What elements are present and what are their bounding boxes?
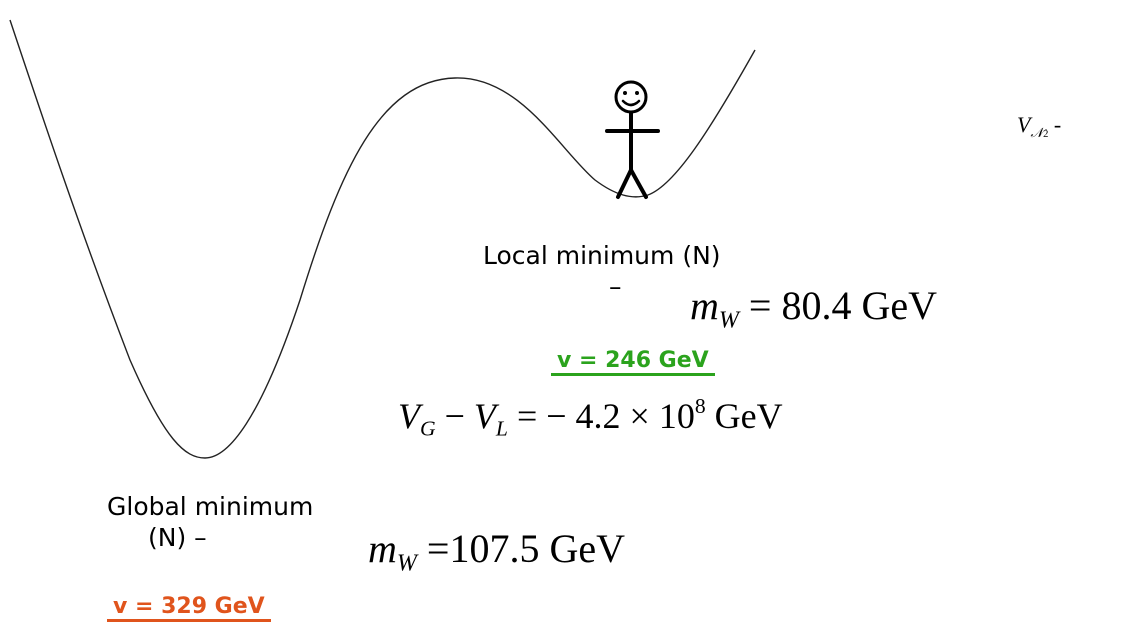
global-vev-label: v = 329 GeV	[107, 594, 271, 622]
smiley-stick-figure-icon	[607, 82, 658, 197]
local-minimum-label: Local minimum (N)	[483, 241, 721, 270]
energy-difference-equation: VG − VL = − 4.2 × 108 GeV	[398, 394, 783, 442]
global-mw-equation: mW =107.5 GeV	[368, 525, 625, 577]
local-minimum-dash: –	[609, 272, 622, 301]
local-mw-equation: mW = 80.4 GeV	[690, 282, 937, 334]
local-vev-label: v = 246 GeV	[551, 348, 715, 376]
potential-curve	[10, 20, 755, 458]
global-minimum-label-line2: (N) –	[148, 523, 207, 552]
global-minimum-label-line1: Global minimum	[107, 492, 313, 521]
corner-potential-fragment: V𝒩2 -	[1017, 112, 1061, 141]
